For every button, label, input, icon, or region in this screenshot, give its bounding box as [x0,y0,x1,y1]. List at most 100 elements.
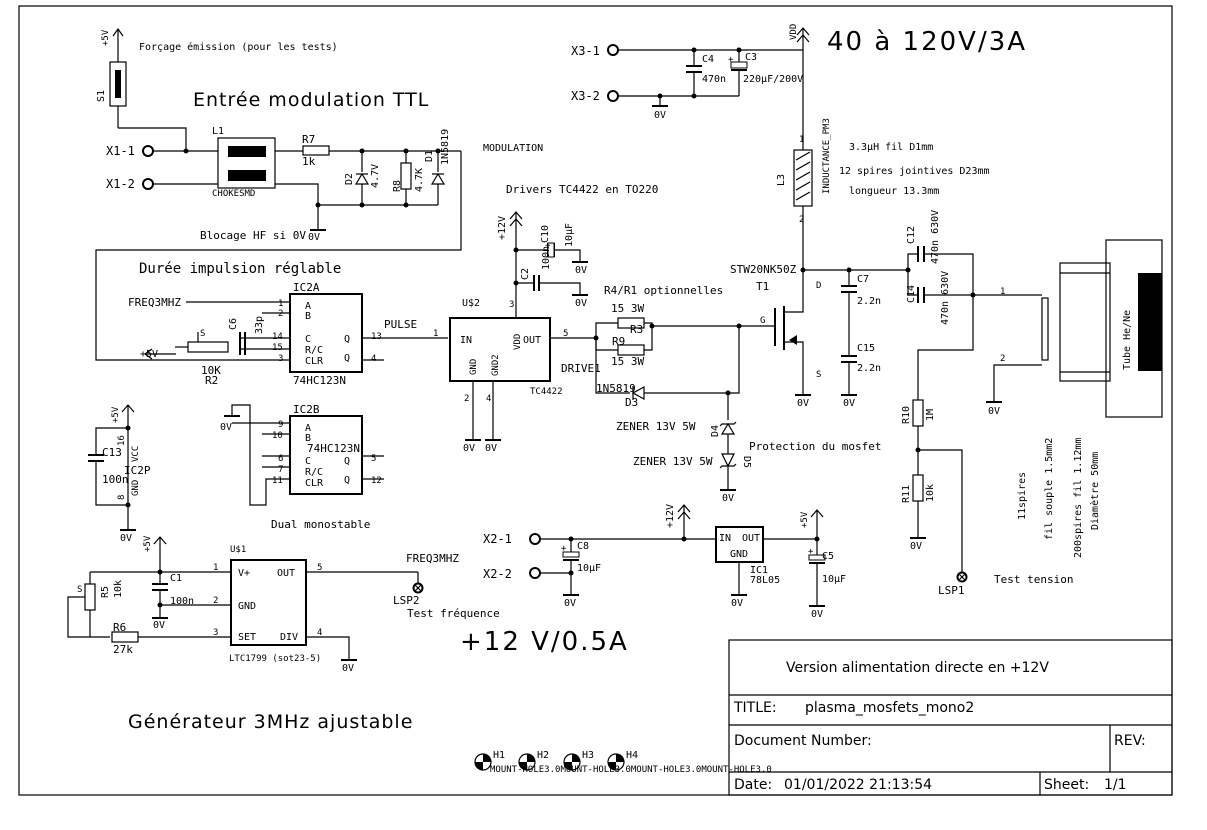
connector-x2: X2-1 X2-2 [483,532,541,581]
svg-text:5: 5 [563,329,568,339]
svg-text:R9: R9 [612,335,625,348]
svg-text:C: C [305,456,311,467]
gnd-c1: 0V [153,620,165,631]
svg-text:D3: D3 [625,396,638,409]
svg-text:C12: C12 [906,226,917,244]
svg-text:220µF/200V: 220µF/200V [743,74,803,85]
zener-d2: D2 4.7V [344,151,381,205]
svg-text:R3: R3 [630,323,643,336]
svg-text:9: 9 [278,420,283,430]
svg-text:H2: H2 [537,750,549,761]
sheet-frame [18,5,1173,796]
capacitor-c6: C6 33p [228,316,265,355]
svg-text:2: 2 [213,596,218,606]
svg-text:15 3W: 15 3W [611,302,644,315]
svg-text:33p: 33p [254,316,265,334]
svg-text:Q: Q [344,353,350,364]
svg-text:2: 2 [799,215,804,225]
svg-text:INDUCTANCE_PM3: INDUCTANCE_PM3 [822,118,832,194]
svg-text:S1: S1 [96,90,107,102]
plus5v-u1: +5V [143,535,153,552]
label-40-120v: 40 à 120V/3A [827,27,1027,57]
svg-text:C8: C8 [577,541,589,552]
label-plus12v-x2: +12V [665,504,676,528]
gnd-div: 0V [342,663,354,674]
svg-text:16: 16 [117,435,127,446]
svg-text:+5V: +5V [101,29,111,46]
resistor-r9: R9 15 3W [611,335,645,368]
coil-note-2: fil souple 1.5mm2 [1044,438,1055,540]
svg-text:74HC123N: 74HC123N [307,442,360,455]
svg-text:H1: H1 [493,750,505,761]
svg-text:4: 4 [486,394,491,404]
gnd-c2: 0V [575,298,587,309]
resistor-r10: R10 1M [901,395,936,427]
date-label: Date: [734,777,772,793]
plus5v-c5: +5V [800,511,810,528]
svg-text:D: D [816,281,821,291]
svg-text:11: 11 [272,476,283,486]
svg-text:U$1: U$1 [230,545,246,555]
svg-text:13: 13 [371,332,382,342]
resistor-r8: R8 4.7K [392,151,425,205]
label-freq3mhz-out: FREQ3MHZ [406,552,459,565]
label-test-frequence: Test fréquence [407,607,500,620]
label-12v-supply: +12 V/0.5A [460,627,629,657]
svg-text:DIV: DIV [280,632,298,643]
heading-generateur: Générateur 3MHz ajustable [128,711,413,733]
capacitor-c7: C7 2.2n [841,270,881,356]
svg-text:1: 1 [278,299,283,309]
heading-duree: Durée impulsion réglable [139,261,341,277]
svg-text:1: 1 [1000,287,1005,297]
switch-s1: +5V S1 Forçage émission (pour les tests) [96,27,338,128]
gnd-c5: 0V [811,609,823,620]
title-label: TITLE: [733,700,777,716]
svg-text:3: 3 [509,300,514,310]
svg-text:27k: 27k [113,643,133,656]
title-value: plasma_mosfets_mono2 [805,700,974,716]
gnd-r11: 0V [910,541,922,552]
label-test-tension: Test tension [994,573,1073,586]
coil-note-4: Diamètre 50mm [1089,452,1101,530]
svg-text:R11: R11 [901,485,912,503]
svg-text:R/C: R/C [305,345,323,356]
tube-he-ne: Tube He/Ne [1059,239,1163,418]
svg-text:2: 2 [464,394,469,404]
gnd-x3: 0V [654,110,666,121]
svg-text:10k: 10k [113,580,124,598]
gnd-u2-pin2: 0V [463,443,475,454]
gnd-c8: 0V [564,598,576,609]
svg-text:10µF: 10µF [577,563,601,574]
label-pulse: PULSE [384,318,417,331]
svg-text:VDD: VDD [789,24,799,40]
svg-text:IC2P: IC2P [124,464,151,477]
testpoint-lsp1: LSP1 [938,571,968,597]
svg-text:1N5819: 1N5819 [440,129,451,165]
svg-text:ZENER 13V 5W: ZENER 13V 5W [616,420,696,433]
title-version: Version alimentation directe en +12V [786,660,1049,676]
coil-note-1: 11spires [1017,472,1028,520]
svg-text:C3: C3 [745,52,757,63]
svg-text:STW20NK50Z: STW20NK50Z [730,263,797,276]
svg-text:1: 1 [799,135,804,145]
svg-text:3: 3 [213,628,218,638]
ic2p: +5V 0V C13 100n IC2P VCC GND 16 8 [88,404,151,544]
svg-text:6: 6 [278,454,283,464]
heading-entree-modulation: Entrée modulation TTL [193,89,429,111]
svg-text:74HC123N: 74HC123N [293,374,346,387]
svg-text:0V: 0V [120,533,132,544]
svg-text:GND: GND [238,601,256,612]
svg-text:Q: Q [344,456,350,467]
gnd-ic1: 0V [731,598,743,609]
resistor-r11: R11 10k [901,474,936,503]
inductor-l3: L3 INDUCTANCE_PM3 1 2 [776,118,832,225]
svg-text:OUT: OUT [277,568,295,579]
svg-text:Q: Q [344,475,350,486]
svg-text:4.7V: 4.7V [370,164,381,188]
svg-text:L1: L1 [212,126,224,137]
potentiometer-r2: S 10K R2 [175,329,229,387]
label-modulation: MODULATION [483,143,543,154]
svg-text:R6: R6 [113,621,126,634]
sheet-value: 1/1 [1104,777,1127,793]
svg-text:L3: L3 [776,174,787,186]
